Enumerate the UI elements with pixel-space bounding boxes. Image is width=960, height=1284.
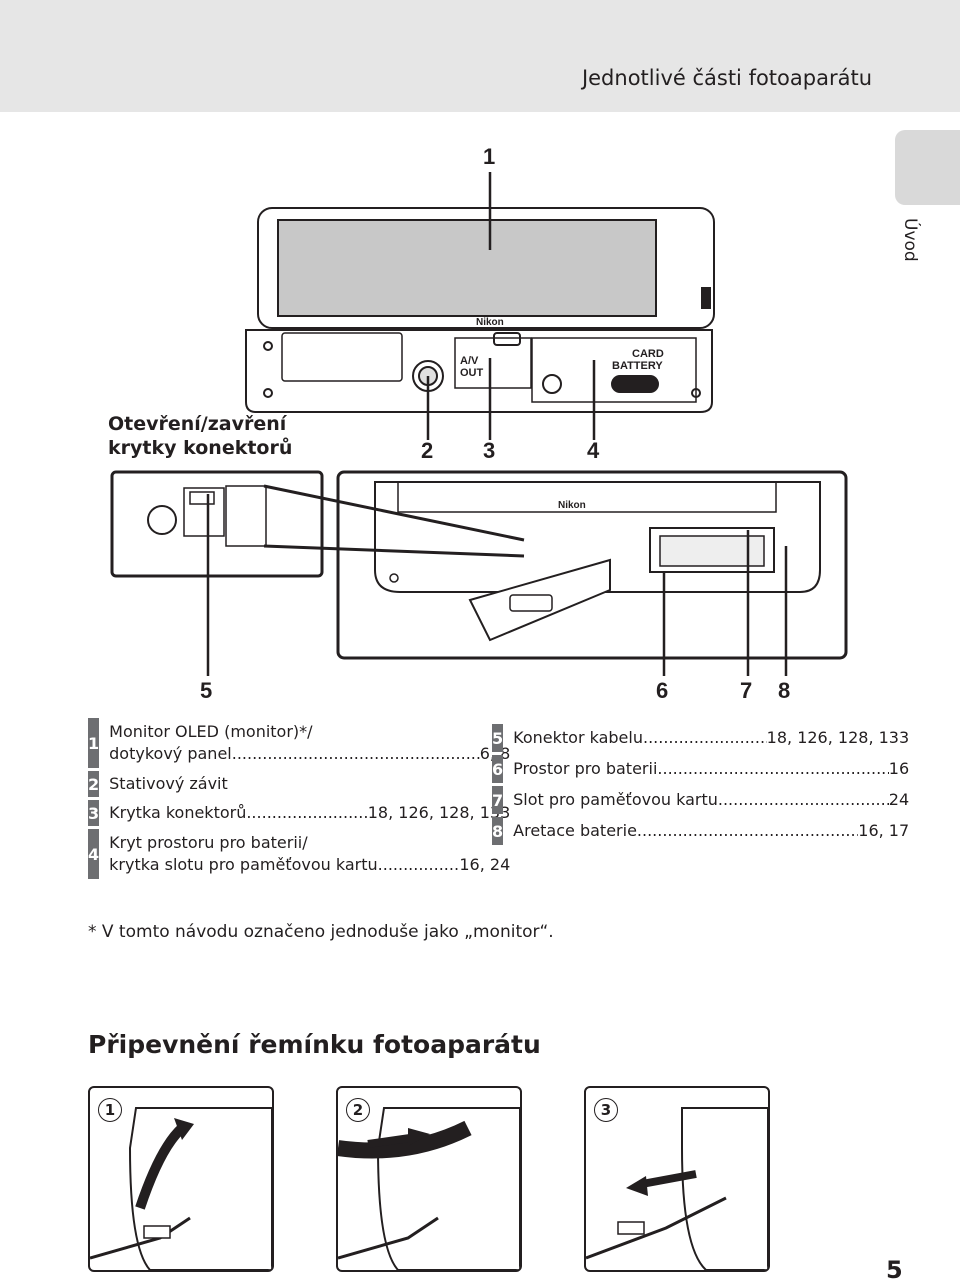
- part-number: 1: [88, 718, 100, 768]
- header-band: [0, 0, 960, 112]
- parts-list-right: 5 Konektor kabelu ......................…: [492, 724, 909, 845]
- callout-2: 2: [421, 438, 434, 463]
- inset-connector-line-b: [263, 544, 525, 558]
- part-label: Prostor pro baterii: [513, 759, 658, 778]
- part-row-5: 5 Konektor kabelu ......................…: [492, 724, 909, 752]
- part-number: 7: [492, 786, 504, 814]
- part-label: Kryt prostoru pro baterii/: [109, 833, 308, 852]
- part-label: Stativový závit: [109, 774, 228, 793]
- part-label: Krytka konektorů: [109, 803, 247, 822]
- part-number: 5: [492, 724, 504, 752]
- part-label: Konektor kabelu: [513, 728, 643, 747]
- callout-4: 4: [587, 438, 600, 463]
- part-row-2: 2 Stativový závit: [88, 771, 510, 797]
- dot-leader: ........................................…: [636, 821, 858, 840]
- part-pages: 18, 126, 128, 133: [367, 803, 511, 822]
- part-pages: 16, 24: [459, 855, 511, 874]
- part-label: Monitor OLED (monitor)*/: [109, 722, 313, 741]
- strap-step-3: 3: [584, 1086, 770, 1272]
- part-number: 3: [88, 800, 100, 826]
- strap-step-2-illustration: [338, 1107, 520, 1270]
- dot-leader: ........................................…: [717, 790, 889, 809]
- part-number: 2: [88, 771, 100, 797]
- inset-connector-line-a: [263, 484, 525, 542]
- part-label: krytka slotu pro paměťovou kartu: [109, 855, 378, 874]
- callout-5: 5: [200, 678, 213, 703]
- strap-step-2: 2: [336, 1086, 522, 1272]
- footnote: * V tomto návodu označeno jednoduše jako…: [88, 922, 554, 942]
- page-header-title: Jednotlivé části fotoaparátu: [581, 66, 872, 90]
- section-title: Připevnění řemínku fotoaparátu: [88, 1030, 541, 1059]
- side-tab[interactable]: [895, 130, 960, 205]
- part-pages: 16: [888, 759, 910, 778]
- brand-mark-back: Nikon: [476, 317, 504, 328]
- part-number: 6: [492, 755, 504, 783]
- part-label: Aretace baterie: [513, 821, 637, 840]
- camera-back-illustration: [245, 207, 715, 413]
- part-pages: 24: [888, 790, 910, 809]
- page-number: 5: [886, 1256, 903, 1284]
- connector-title: Otevření/zavření krytky konektorů: [108, 412, 292, 460]
- connector-inset: [110, 470, 324, 578]
- part-label: dotykový panel: [109, 744, 232, 763]
- callout-8: 8: [778, 678, 791, 703]
- leader-lines-bottom: [662, 530, 788, 676]
- strap-step-1-illustration: [90, 1107, 272, 1270]
- dot-leader: ........................................…: [246, 803, 368, 822]
- callout-6: 6: [656, 678, 669, 703]
- battery-label: BATTERY: [612, 360, 663, 372]
- parts-list-left: 1 Monitor OLED (monitor)*/ dotykový pane…: [88, 718, 510, 879]
- camera-diagram: Nikon A/V OUT CARD BATTERY Nikon: [110, 172, 848, 676]
- callout-7: 7: [740, 678, 753, 703]
- leader-lines-top: [426, 172, 596, 440]
- step-number: 2: [346, 1098, 370, 1122]
- callout-1: 1: [483, 144, 496, 169]
- part-pages: 18, 126, 128, 133: [766, 728, 910, 747]
- battery-inset: [336, 470, 848, 660]
- part-pages: 16, 17: [858, 821, 910, 840]
- part-label: Slot pro paměťovou kartu: [513, 790, 718, 809]
- out-label: OUT: [460, 367, 484, 379]
- connector-title-line1: Otevření/zavření: [108, 413, 287, 435]
- part-row-8: 8 Aretace baterie ......................…: [492, 817, 909, 845]
- part-row-1: 1 Monitor OLED (monitor)*/ dotykový pane…: [88, 718, 510, 768]
- dot-leader: ........................................…: [231, 744, 480, 763]
- part-row-7: 7 Slot pro paměťovou kartu .............…: [492, 786, 909, 814]
- callout-3: 3: [483, 438, 496, 463]
- part-row-3: 3 Krytka konektorů .....................…: [88, 800, 510, 826]
- part-row-6: 6 Prostor pro baterii ..................…: [492, 755, 909, 783]
- strap-step-3-illustration: [586, 1107, 768, 1270]
- dot-leader: ........................................…: [377, 855, 460, 874]
- av-label: A/V: [460, 355, 479, 367]
- step-number: 3: [594, 1098, 618, 1122]
- part-number: 8: [492, 817, 504, 845]
- brand-mark-inset: Nikon: [558, 500, 586, 511]
- dot-leader: ........................................…: [657, 759, 888, 778]
- card-label: CARD: [632, 348, 664, 360]
- dot-leader: ........................................…: [642, 728, 767, 747]
- part-row-4: 4 Kryt prostoru pro baterii/ krytka slot…: [88, 829, 510, 879]
- strap-step-1: 1: [88, 1086, 274, 1272]
- step-number: 1: [98, 1098, 122, 1122]
- connector-title-line2: krytky konektorů: [108, 437, 293, 459]
- part-number: 4: [88, 829, 100, 879]
